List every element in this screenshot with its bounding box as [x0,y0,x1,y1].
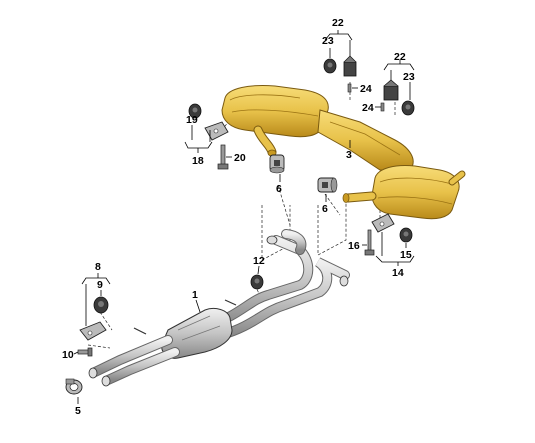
callout-20: 20 [234,152,246,164]
bracket-part-14 [371,213,395,233]
callout-10: 10 [62,349,74,361]
callout-23-right: 23 [403,71,415,83]
callout-24-right: 24 [362,102,374,114]
rubber-mount-part-19 [188,103,202,119]
callout-22-right: 22 [394,51,406,63]
hanger-assembly-right [380,79,415,116]
callout-12: 12 [253,255,265,267]
hanger-assembly-top-center [323,55,357,93]
callout-1: 1 [192,289,198,301]
bracket-part-18 [204,121,229,141]
clamp-part-6-right [317,177,338,193]
clamp-part-5 [65,378,83,395]
callout-16: 16 [348,240,360,252]
bolt-part-20 [217,144,229,170]
clamp-part-6-left [269,154,285,174]
rear-muffler-assembly [221,85,466,220]
bracket-part-8 [79,321,107,341]
callout-3: 3 [346,149,352,161]
callout-15: 15 [400,249,412,261]
callout-14: 14 [392,267,404,279]
callout-24-top: 24 [360,83,372,95]
screw-part-10 [77,347,93,357]
leader-lines [73,30,415,404]
rubber-mount-part-9 [93,296,109,314]
callout-6-right: 6 [322,203,328,215]
callout-8: 8 [95,261,101,273]
rubber-mount-part-15 [399,227,413,243]
bolt-part-16 [364,229,375,256]
callout-22-top: 22 [332,17,344,29]
rubber-mount-part-12 [250,274,264,290]
callout-23-top: 23 [322,35,334,47]
small-parts [65,55,415,395]
callout-6-left: 6 [276,183,282,195]
callout-labels: 22 23 24 22 23 24 19 18 20 3 6 6 16 15 1… [62,17,415,417]
callout-19: 19 [186,114,198,126]
callout-18: 18 [192,155,204,167]
callout-5: 5 [75,405,81,417]
front-exhaust-pipe-with-center-silencer [88,229,350,387]
callout-9: 9 [97,279,103,291]
